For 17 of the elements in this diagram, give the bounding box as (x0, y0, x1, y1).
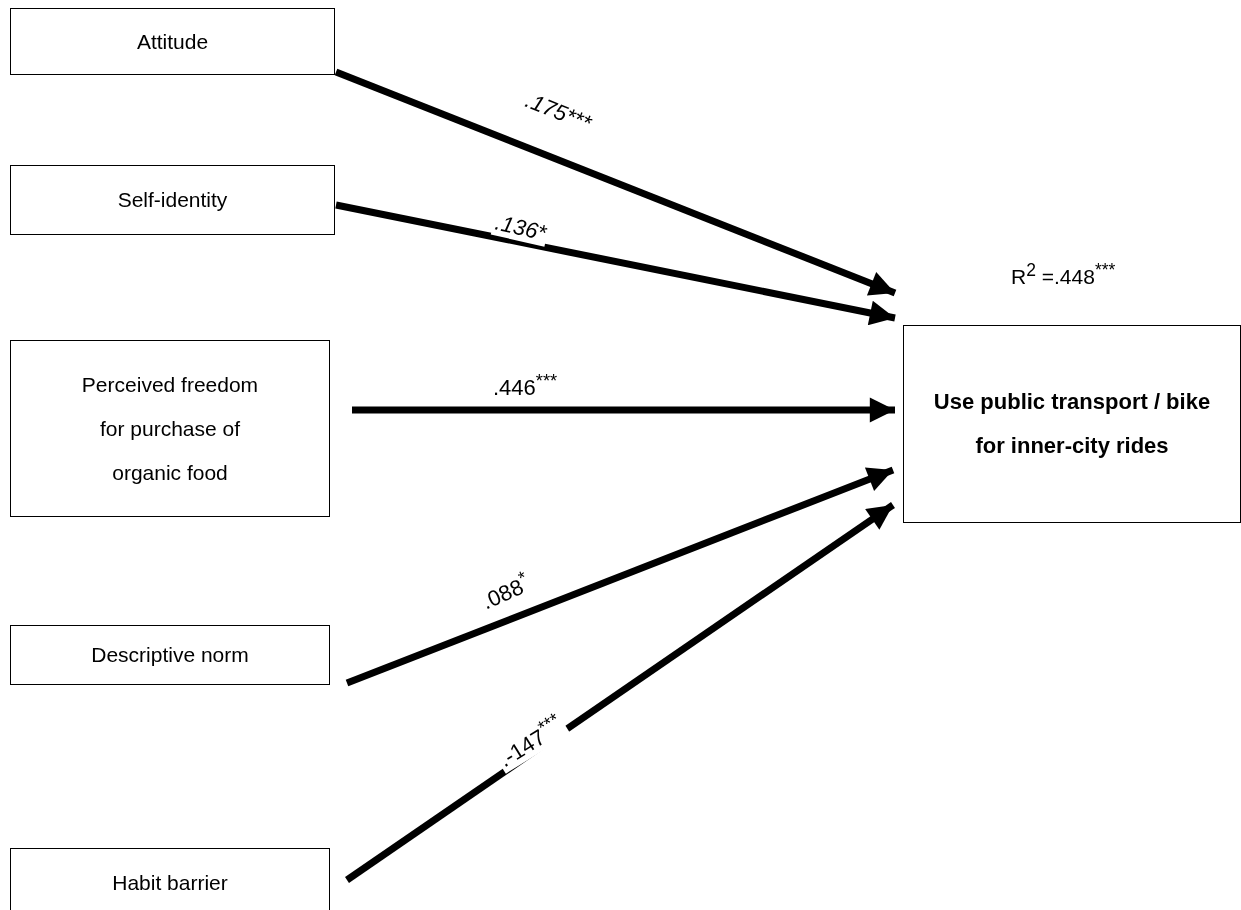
variable-box (10, 340, 330, 517)
arrow (334, 68, 897, 297)
variable-name: Use public transport / bike for inner-city rides (932, 388, 1212, 460)
variable-name: Descriptive norm (91, 642, 249, 668)
arrow (335, 201, 896, 326)
r-squared-label: R$^{2}$ =.448$^{***}$ (1011, 260, 1116, 289)
variable-box (10, 8, 335, 75)
arrow (345, 466, 895, 687)
variable-box (10, 165, 335, 235)
arrow (345, 502, 895, 883)
variable-name: Attitude (136, 28, 209, 55)
variable-name: Self-identity (117, 187, 228, 213)
variable-name: Perceived freedom for purchase of organic food (80, 371, 260, 486)
variable-box (10, 625, 330, 685)
variable-box (903, 325, 1241, 523)
variable-name: Habit barrier (112, 870, 228, 896)
variable-box (10, 848, 330, 910)
